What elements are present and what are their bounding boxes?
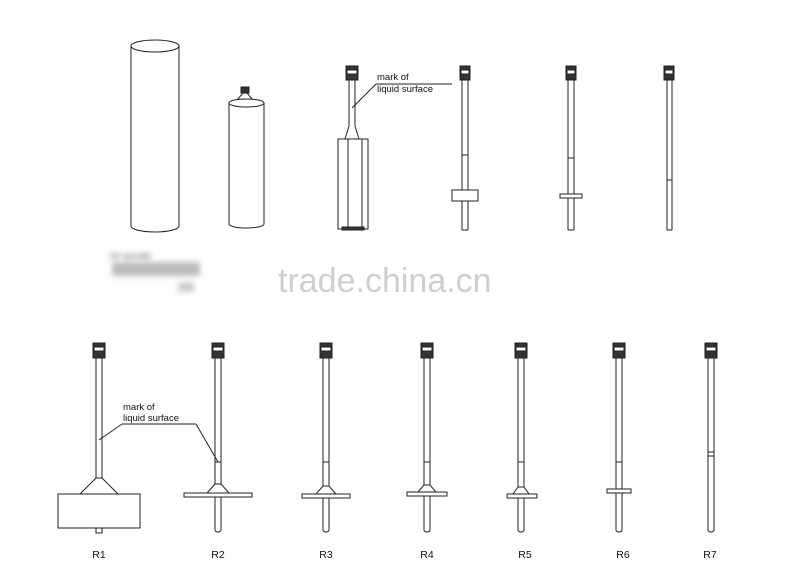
label-r5: R5 bbox=[518, 549, 532, 561]
annotation-line1: mark of bbox=[377, 72, 409, 83]
svg-text:0# spindle: 0# spindle bbox=[110, 251, 151, 261]
spindle-block bbox=[451, 65, 479, 231]
outer-cylinder bbox=[130, 39, 180, 233]
annotation-line1: mark of bbox=[123, 402, 155, 413]
spindle-cylinder-body bbox=[337, 65, 369, 231]
spindle-disc bbox=[559, 65, 583, 231]
spindle-0 bbox=[228, 86, 265, 229]
blurred-label: 0# spindle bbox=[110, 251, 200, 292]
spindle-r5 bbox=[506, 342, 538, 533]
label-r4: R4 bbox=[420, 549, 434, 561]
label-r6: R6 bbox=[616, 549, 630, 561]
liquid-mark-annotation-lower: mark of liquid surface bbox=[98, 402, 219, 463]
spindle-r2 bbox=[183, 342, 253, 533]
spindle-plain bbox=[663, 65, 675, 231]
watermark: trade.china.cn bbox=[278, 262, 492, 300]
spindle-r3 bbox=[301, 342, 351, 533]
spindle-r6 bbox=[606, 342, 632, 533]
label-r7: R7 bbox=[703, 549, 717, 561]
annotation-line2: liquid surface bbox=[123, 413, 179, 424]
annotation-line2: liquid surface bbox=[377, 84, 433, 95]
spindle-r1 bbox=[57, 342, 141, 534]
label-r1: R1 bbox=[92, 549, 106, 561]
label-r2: R2 bbox=[211, 549, 225, 561]
liquid-mark-annotation-upper: mark of liquid surface bbox=[351, 72, 452, 109]
spindle-r4 bbox=[406, 342, 448, 533]
label-r3: R3 bbox=[319, 549, 333, 561]
spindle-r7 bbox=[704, 342, 718, 533]
